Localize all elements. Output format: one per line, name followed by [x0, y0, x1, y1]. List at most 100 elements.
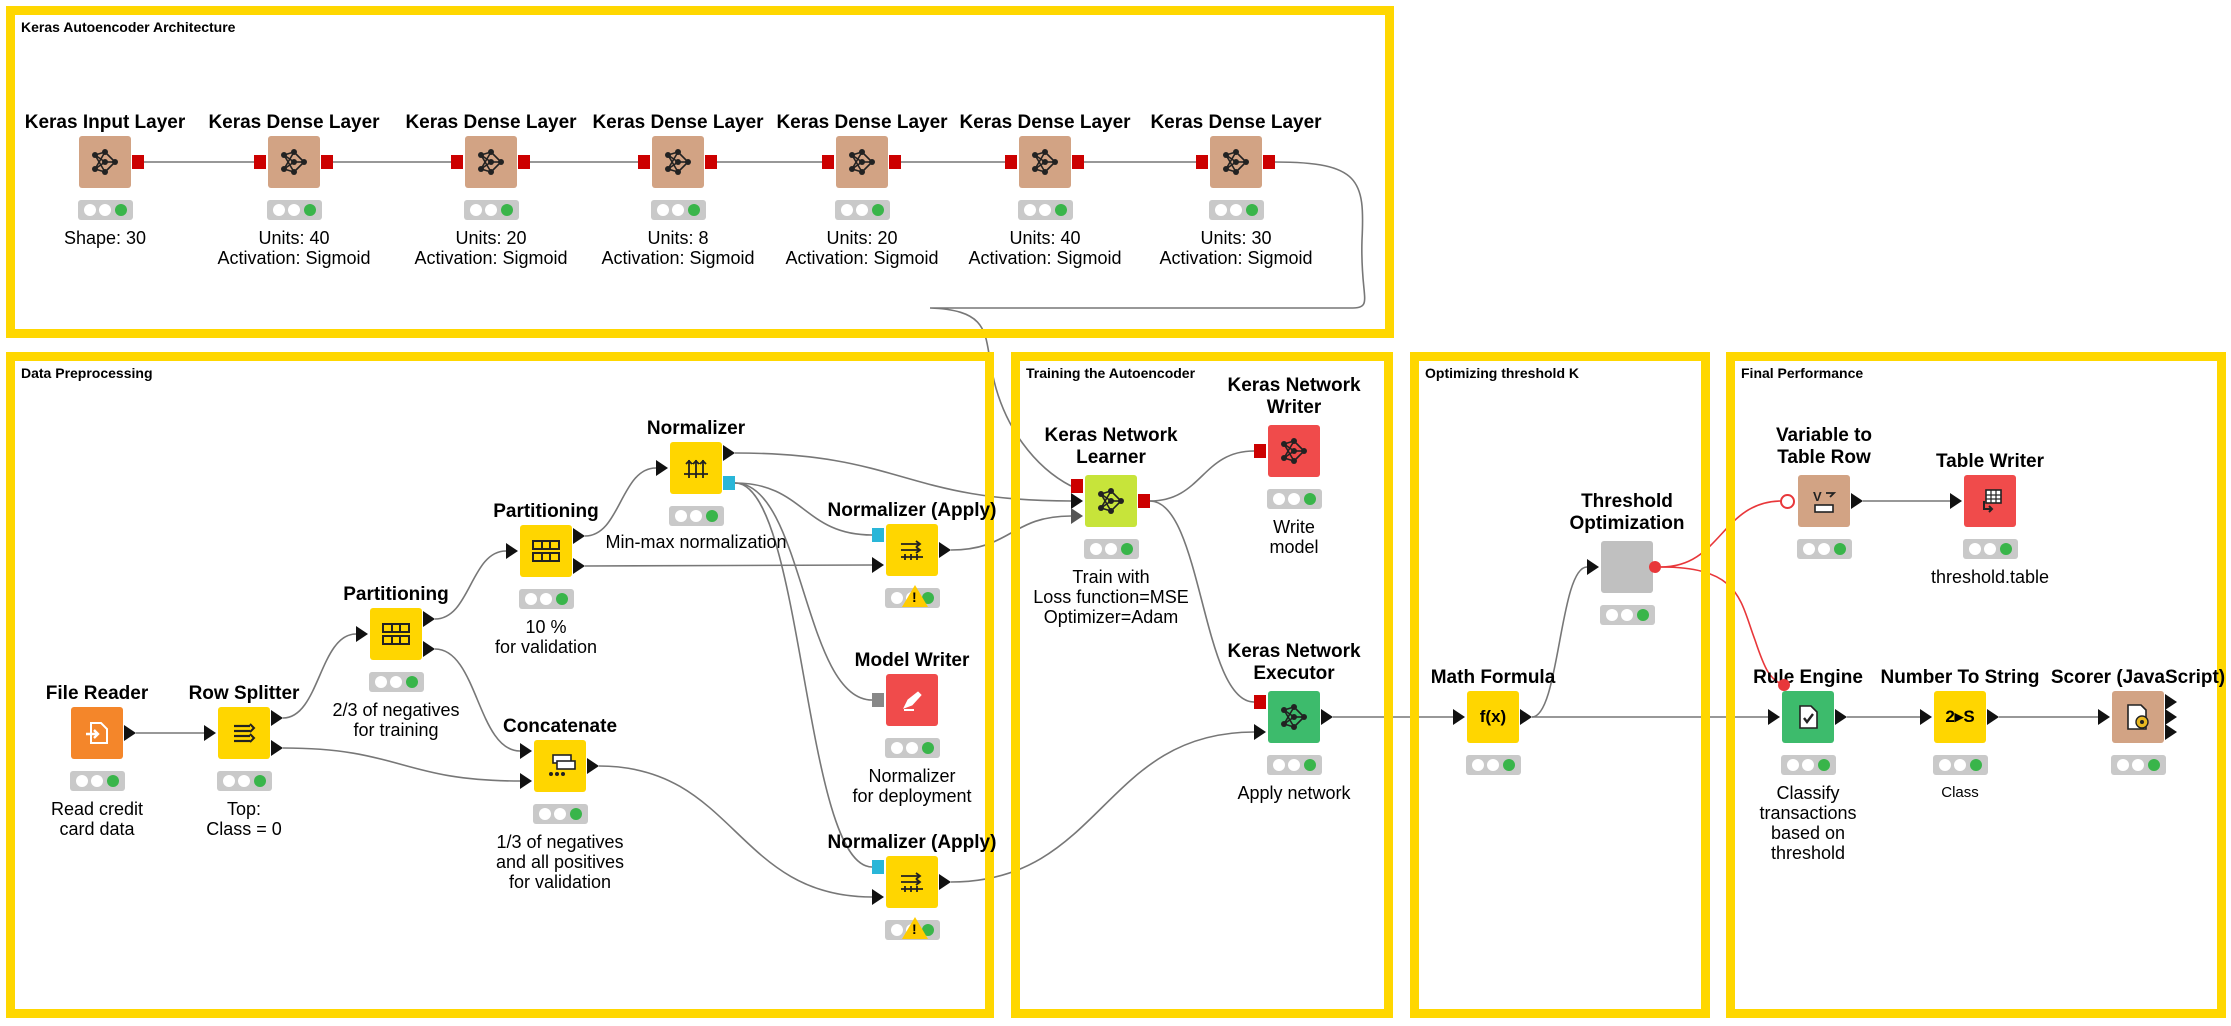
output-port[interactable]: [573, 528, 585, 544]
node-body[interactable]: [218, 707, 270, 759]
output-port[interactable]: [518, 155, 530, 169]
input-port[interactable]: [356, 626, 368, 642]
output-port[interactable]: [723, 476, 735, 490]
input-port[interactable]: [1254, 695, 1266, 709]
input-port[interactable]: [1587, 559, 1599, 575]
connection: [282, 747, 521, 782]
node-body[interactable]: [1601, 541, 1653, 593]
node-body[interactable]: [670, 442, 722, 494]
output-port[interactable]: [271, 710, 283, 726]
output-port[interactable]: [889, 155, 901, 169]
node-description: Top: Class = 0: [206, 799, 282, 839]
input-port[interactable]: [872, 889, 884, 905]
output-port[interactable]: [1987, 709, 1999, 725]
node-body[interactable]: [1210, 136, 1262, 188]
node-body[interactable]: [886, 856, 938, 908]
output-port[interactable]: [2165, 709, 2177, 725]
status-light: [390, 676, 403, 688]
node-body[interactable]: [1782, 691, 1834, 743]
input-port[interactable]: [1005, 155, 1017, 169]
node-body[interactable]: [534, 740, 586, 792]
node-body[interactable]: [886, 524, 938, 576]
input-port[interactable]: [204, 725, 216, 741]
node-body[interactable]: VV: [1798, 475, 1850, 527]
node-title: Table Writer: [1935, 451, 2045, 472]
node-body[interactable]: [520, 525, 572, 577]
output-port[interactable]: [271, 740, 283, 756]
input-port[interactable]: [1453, 709, 1465, 725]
status-light: [1968, 543, 1981, 555]
output-port[interactable]: [1138, 494, 1150, 508]
output-port[interactable]: [321, 155, 333, 169]
node-body[interactable]: [652, 136, 704, 188]
node-body[interactable]: [1085, 475, 1137, 527]
output-port[interactable]: [939, 874, 951, 890]
input-port[interactable]: [822, 155, 834, 169]
node-body[interactable]: [465, 136, 517, 188]
node-body[interactable]: [1019, 136, 1071, 188]
node-title: Number To String: [1880, 667, 2040, 688]
input-port[interactable]: [2098, 709, 2110, 725]
input-port[interactable]: [872, 860, 884, 874]
input-port[interactable]: [451, 155, 463, 169]
node-status: [2111, 755, 2166, 775]
node-body[interactable]: [1268, 425, 1320, 477]
node-status: [533, 804, 588, 824]
flow-variable-port[interactable]: [1778, 679, 1790, 691]
input-port[interactable]: [254, 155, 266, 169]
input-port[interactable]: [1920, 709, 1932, 725]
input-port[interactable]: [1071, 493, 1083, 509]
input-port[interactable]: [520, 743, 532, 759]
output-port[interactable]: [1835, 709, 1847, 725]
input-port[interactable]: [520, 773, 532, 789]
output-port[interactable]: [723, 445, 735, 461]
input-port[interactable]: [872, 557, 884, 573]
output-port[interactable]: [1072, 155, 1084, 169]
node-body[interactable]: [71, 707, 123, 759]
input-port[interactable]: [1768, 709, 1780, 725]
status-light: [1105, 543, 1118, 555]
output-port[interactable]: [587, 758, 599, 774]
node-body[interactable]: [79, 136, 131, 188]
flow-variable-port[interactable]: [1780, 494, 1795, 509]
node-body[interactable]: [268, 136, 320, 188]
input-port[interactable]: [506, 543, 518, 559]
flow-variable-port[interactable]: [1649, 561, 1661, 573]
output-port[interactable]: [2165, 724, 2177, 740]
input-port[interactable]: [872, 528, 884, 542]
output-port[interactable]: [1851, 493, 1863, 509]
node-title: Keras Input Layer: [24, 112, 186, 133]
output-port[interactable]: [423, 641, 435, 657]
output-port[interactable]: [1520, 709, 1532, 725]
input-port[interactable]: [656, 460, 668, 476]
node-body[interactable]: [1964, 475, 2016, 527]
output-port[interactable]: [573, 558, 585, 574]
node-body[interactable]: [886, 674, 938, 726]
output-port[interactable]: [132, 155, 144, 169]
output-port[interactable]: [124, 725, 136, 741]
node-body[interactable]: [2112, 691, 2164, 743]
output-port[interactable]: [1321, 709, 1333, 725]
output-port[interactable]: [705, 155, 717, 169]
input-port[interactable]: [1950, 493, 1962, 509]
status-light: [1786, 759, 1799, 771]
node-description: Class: [1941, 784, 1979, 801]
node-body[interactable]: 2▸S: [1934, 691, 1986, 743]
output-port[interactable]: [2165, 694, 2177, 710]
input-port[interactable]: [1254, 444, 1266, 458]
node-description: Units: 30 Activation: Sigmoid: [1159, 228, 1313, 268]
input-port[interactable]: [872, 693, 884, 707]
output-port[interactable]: [1263, 155, 1275, 169]
node-body[interactable]: [836, 136, 888, 188]
output-port[interactable]: [423, 611, 435, 627]
connection: [734, 482, 873, 868]
input-port[interactable]: [638, 155, 650, 169]
node-body[interactable]: f(x): [1467, 691, 1519, 743]
input-port[interactable]: [1071, 508, 1083, 524]
input-port[interactable]: [1196, 155, 1208, 169]
input-port[interactable]: [1071, 479, 1083, 493]
node-body[interactable]: [370, 608, 422, 660]
node-body[interactable]: [1268, 691, 1320, 743]
input-port[interactable]: [1254, 724, 1266, 740]
output-port[interactable]: [939, 542, 951, 558]
